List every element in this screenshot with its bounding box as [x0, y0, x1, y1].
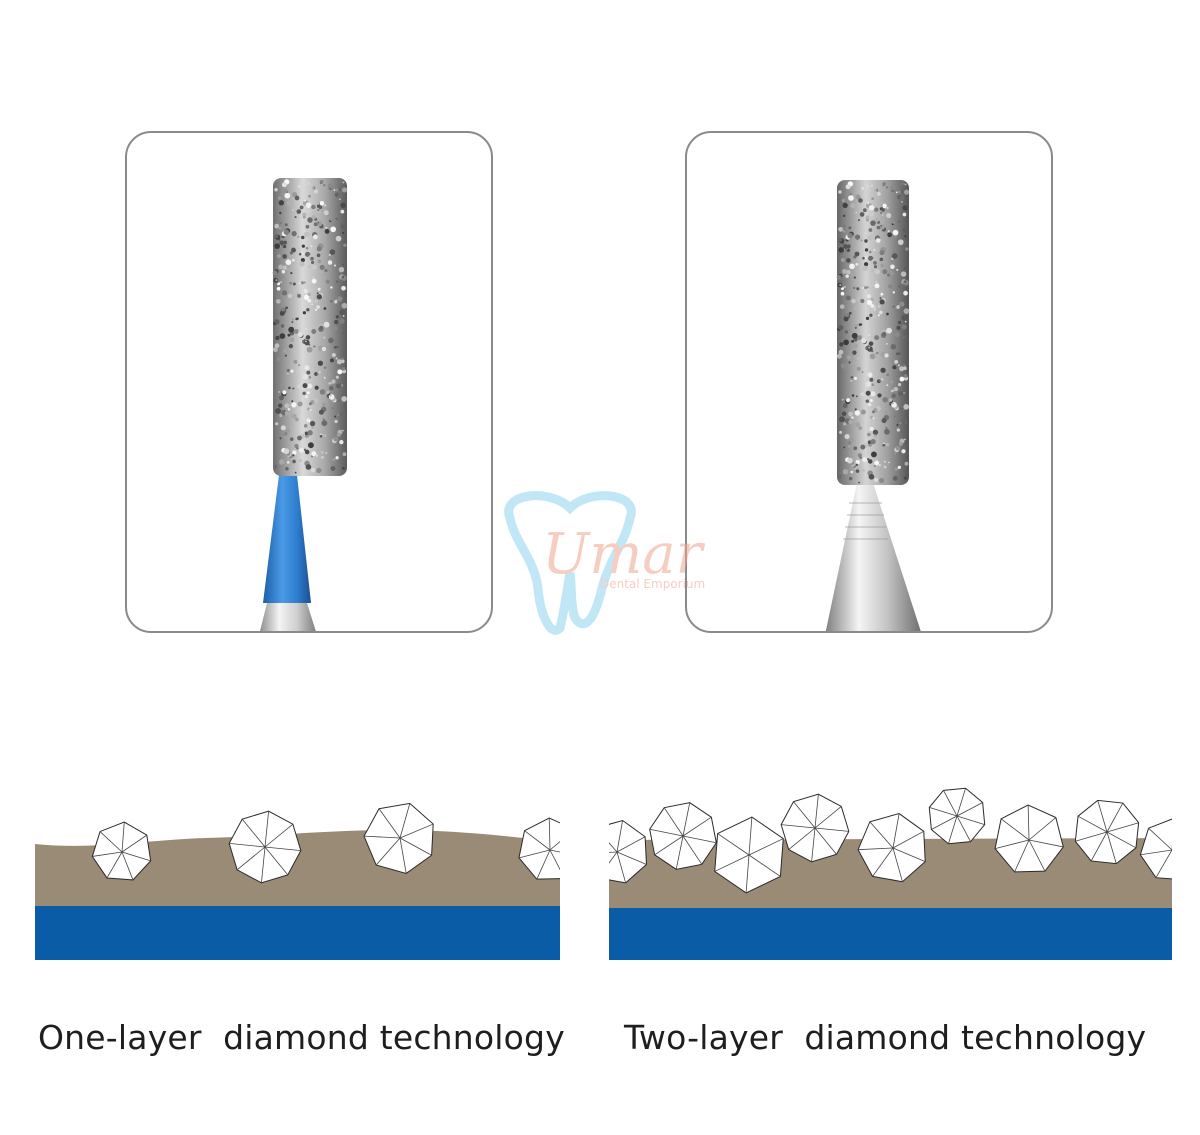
- steel-shank: [825, 483, 921, 631]
- one-layer-cross-section: [35, 802, 560, 960]
- one-layer-bur-illustration: [260, 178, 348, 631]
- diamond-crystal-icon: [994, 804, 1064, 873]
- tooth-logo-icon: Umar Dental Emporium: [504, 491, 706, 635]
- two-layer-bur-illustration: [825, 180, 921, 631]
- shank-ridges: [843, 502, 888, 540]
- diamond-crystals: [91, 802, 560, 884]
- diamond-crystal-icon: [857, 812, 926, 883]
- diamond-crystal-icon: [780, 793, 850, 863]
- watermark-logo: Umar Dental Emporium: [490, 488, 710, 647]
- diamond-crystal-icon: [1074, 799, 1140, 865]
- diamond-crystal-icon: [518, 817, 560, 880]
- blue-shank-ring: [263, 475, 311, 603]
- diamond-crystals: [609, 787, 1172, 894]
- grit-texture: [272, 179, 348, 474]
- diamond-crystal-icon: [228, 810, 302, 884]
- one-layer-caption: One-layer diamond technology: [38, 1018, 565, 1057]
- one-layer-bur-photo: [125, 131, 493, 633]
- two-layer-cross-section: [609, 787, 1172, 960]
- diamond-crystal-icon: [609, 819, 647, 884]
- metal-base-layer: [35, 906, 560, 960]
- diamond-crystal-icon: [649, 802, 717, 870]
- diamond-crystal-icon: [363, 802, 434, 875]
- watermark-subtitle-text: Dental Emporium: [600, 577, 705, 591]
- metal-base-layer: [609, 908, 1172, 960]
- diamond-crystal-icon: [714, 816, 784, 894]
- diamond-crystal-icon: [1139, 818, 1172, 880]
- two-layer-caption: Two-layer diamond technology: [624, 1018, 1147, 1057]
- grit-texture: [836, 181, 910, 484]
- two-layer-bur-photo: [685, 131, 1053, 633]
- diamond-crystal-icon: [91, 821, 152, 881]
- watermark-brand-text: Umar: [542, 522, 706, 587]
- steel-shank: [260, 603, 316, 631]
- diamond-crystal-icon: [928, 787, 986, 845]
